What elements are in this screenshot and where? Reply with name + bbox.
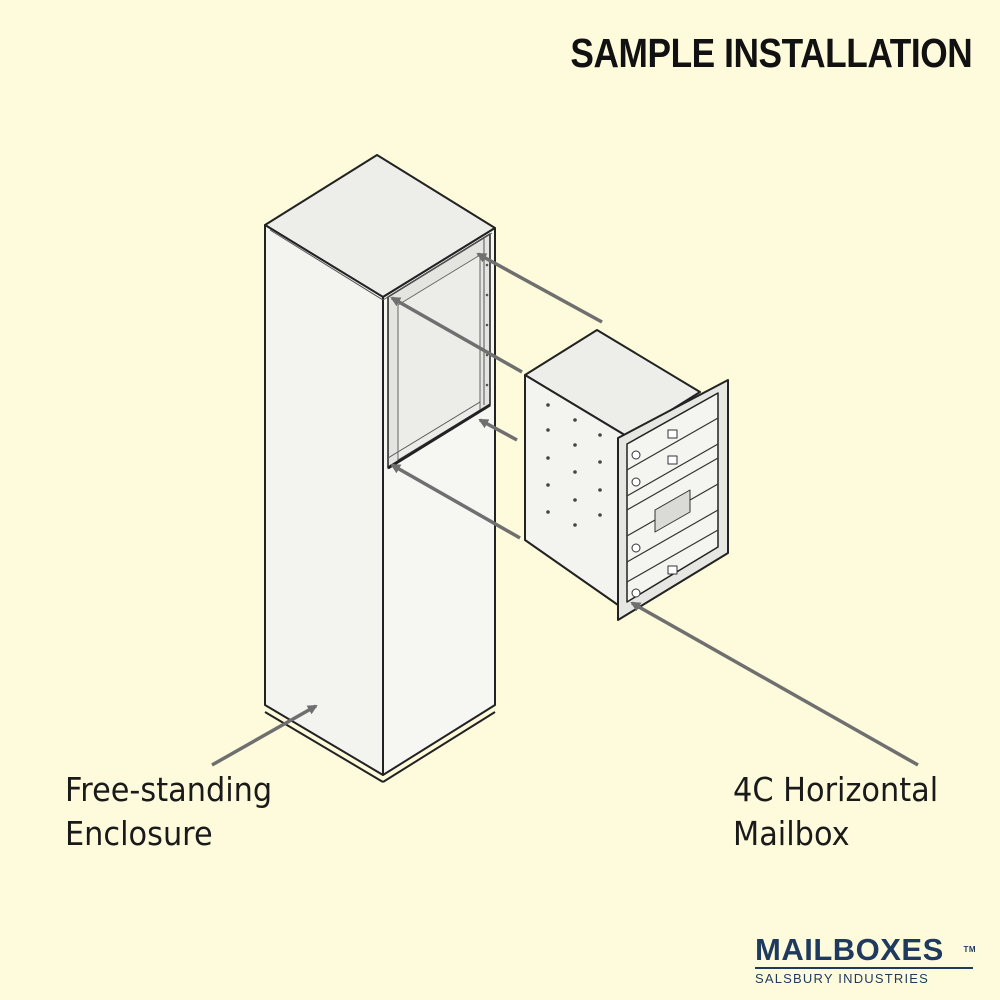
enclosure-left-side xyxy=(264,224,384,776)
logo-name: MAILBOXES xyxy=(755,932,944,967)
enclosure-label-line2: Enclosure xyxy=(65,814,213,853)
arrow-to-mailbox xyxy=(630,601,919,767)
arrow-top-front xyxy=(390,296,523,374)
logo-wordmark: MAILBOXES TM xyxy=(755,932,980,967)
logo-divider xyxy=(755,967,973,969)
free-standing-enclosure xyxy=(264,154,496,783)
mailbox-label-line1: 4C Horizontal xyxy=(733,770,939,809)
mailbox-label-line2: Mailbox xyxy=(733,814,850,853)
enclosure-label: Free-standing Enclosure xyxy=(65,768,272,856)
arrow-bottom-front xyxy=(390,463,521,540)
brand-logo: MAILBOXES TM SALSBURY INDUSTRIES xyxy=(755,932,980,986)
mailbox-label: 4C Horizontal Mailbox xyxy=(733,768,938,856)
mailbox-front-panel xyxy=(626,392,719,603)
outgoing-mail-panel xyxy=(654,489,691,533)
arrow-to-enclosure xyxy=(211,704,318,767)
enclosure-label-line1: Free-standing xyxy=(65,770,273,809)
arrow-bottom-back xyxy=(478,418,518,442)
trademark-symbol: TM xyxy=(963,945,976,954)
page-title: SAMPLE INSTALLATION xyxy=(570,30,972,76)
horizontal-mailbox xyxy=(524,329,729,621)
logo-tagline: SALSBURY INDUSTRIES xyxy=(755,971,930,986)
mailbox-doors xyxy=(626,417,719,583)
installation-arrows xyxy=(211,252,919,767)
door-locks xyxy=(631,429,678,598)
arrow-top-back xyxy=(476,252,603,324)
